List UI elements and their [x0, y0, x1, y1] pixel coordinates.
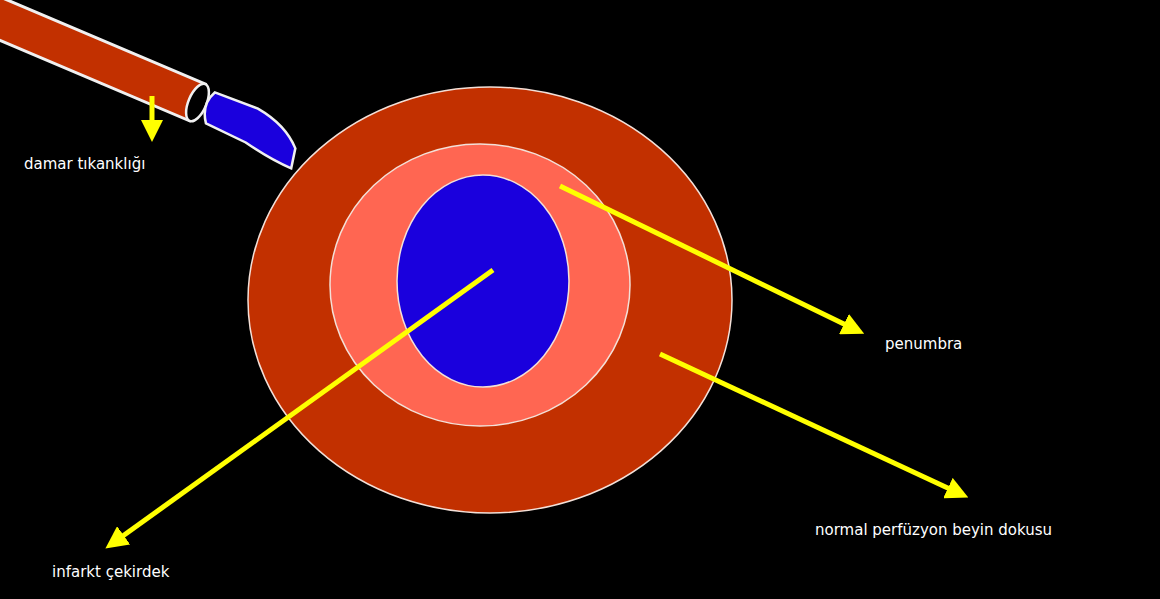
region-label: infarkt çekirdek	[52, 562, 312, 582]
region-label: normal perfüzyon beyin dokusu	[815, 520, 1145, 540]
normal-tissue	[248, 87, 732, 513]
infarct-core	[397, 175, 569, 387]
penumbra-zone	[330, 144, 630, 426]
region-label: penumbra	[885, 334, 1085, 354]
leader-arrows	[120, 96, 952, 538]
occluded-vessel	[0, 0, 308, 168]
region-label: damar tıkanklığı	[24, 154, 284, 174]
